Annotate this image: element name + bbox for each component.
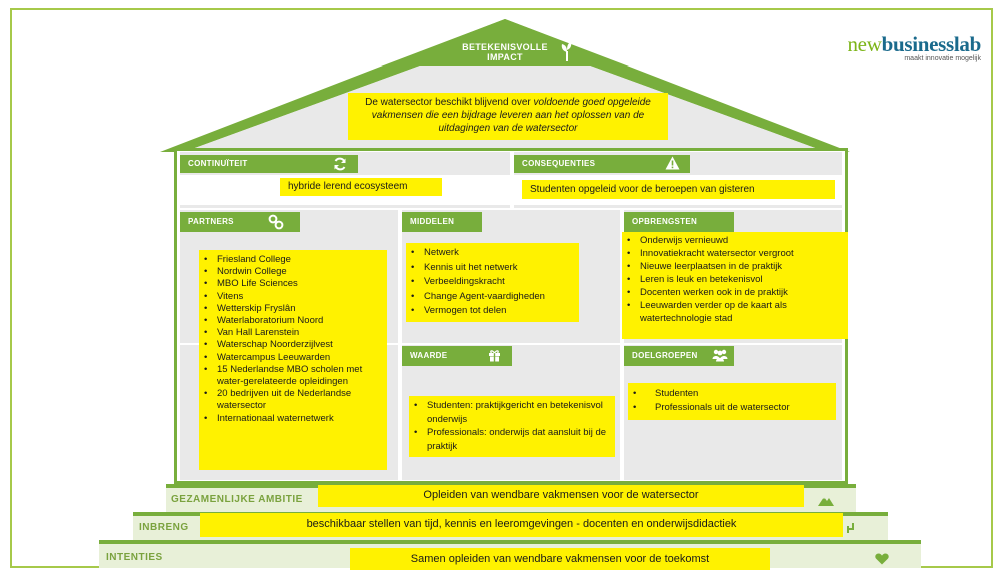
logo-brand-bold: businesslab [881, 32, 982, 56]
roof-title-line2: IMPACT [487, 52, 523, 62]
consequenties-text: Studenten opgeleid voor de beroepen van … [522, 180, 835, 199]
middelen-item: Verbeeldingskracht [406, 275, 575, 290]
intenties-text: Samen opleiden van wendbare vakmensen vo… [350, 548, 770, 570]
partner-item: Van Hall Larenstein [199, 327, 381, 339]
partner-item: Watercampus Leeuwarden [199, 352, 381, 364]
partners-list-box: Friesland College Nordwin College MBO Li… [199, 250, 387, 470]
waarde-list: Studenten: praktijkgericht en betekenisv… [409, 399, 611, 453]
waarde-list-box: Studenten: praktijkgericht en betekenisv… [409, 396, 615, 457]
inbreng-text: beschikbaar stellen van tijd, kennis en … [200, 513, 843, 537]
logo-brand-light: new [847, 32, 882, 56]
doelgroepen-list-box: Studenten Professionals uit de watersect… [628, 383, 836, 420]
logo-tagline: maakt innovatie mogelijk [904, 55, 981, 62]
continuiteit-tab: CONTINUÏTEIT [180, 155, 358, 173]
doelgroepen-item: Professionals uit de watersector [628, 401, 832, 415]
mountain-icon [818, 497, 834, 506]
middelen-list-box: Netwerk Kennis uit het netwerk Verbeeldi… [406, 243, 579, 322]
opbrengsten-item: Onderwijs vernieuwd [622, 234, 844, 247]
gezamenlijke-ambitie-label: GEZAMENLIJKE AMBITIE [171, 494, 303, 505]
impact-statement-emphasis: voldoende goed opgeleide vakmensen die e… [371, 97, 651, 134]
newbusinesslab-logo: newbusinesslab maakt innovatie mogelijk [847, 32, 982, 63]
opbrengsten-item: Innovatiekracht watersector vergroot [622, 247, 844, 260]
intenties-bar [99, 540, 921, 544]
opbrengsten-list: Onderwijs vernieuwd Innovatiekracht wate… [622, 234, 844, 325]
refresh-icon [334, 157, 346, 171]
impact-statement-intro: De watersector beschikt blijvend over [365, 97, 534, 108]
doelgroepen-list: Studenten Professionals uit de watersect… [628, 387, 832, 415]
opbrengsten-item: Nieuwe leerplaatsen in de praktijk [622, 260, 844, 273]
impact-statement: De watersector beschikt blijvend over vo… [348, 93, 668, 140]
middelen-item: Vermogen tot delen [406, 304, 575, 319]
partner-item: Nordwin College [199, 266, 381, 278]
waarde-tab: WAARDE [402, 346, 512, 366]
partner-item: 20 bedrijven uit de Nederlandse watersec… [199, 388, 381, 412]
middelen-list: Netwerk Kennis uit het netwerk Verbeeldi… [406, 246, 575, 319]
inbreng-label: INBRENG [139, 522, 189, 533]
middelen-item: Change Agent-vaardigheden [406, 290, 575, 305]
sprout-icon [561, 42, 572, 61]
warning-icon [665, 156, 680, 170]
middelen-item: Netwerk [406, 246, 575, 261]
partner-item: 15 Nederlandse MBO scholen met water-ger… [199, 364, 381, 388]
gift-icon [489, 350, 500, 362]
partner-item: Waterschap Noorderzijlvest [199, 339, 381, 351]
people-icon [712, 349, 728, 362]
opbrengsten-item: Leeuwarden verder op de kaart als watert… [622, 299, 844, 325]
partner-item: Internationaal waternetwerk [199, 413, 381, 425]
roof-title: BETEKENISVOLLE IMPACT [455, 42, 555, 62]
partner-item: MBO Life Sciences [199, 278, 381, 290]
opbrengsten-tab: OPBRENGSTEN [624, 212, 734, 232]
consequenties-tab: CONSEQUENTIES [514, 155, 690, 173]
middelen-tab: MIDDELEN [402, 212, 482, 232]
hand-icon [847, 523, 854, 533]
waarde-item: Professionals: onderwijs dat aansluit bi… [409, 426, 611, 453]
heart-icon [875, 553, 889, 565]
waarde-item: Studenten: praktijkgericht en betekenisv… [409, 399, 611, 426]
middelen-item: Kennis uit het netwerk [406, 261, 575, 276]
continuiteit-text: hybride lerend ecosysteem [280, 178, 442, 196]
doelgroepen-item: Studenten [628, 387, 832, 401]
opbrengsten-item: Docenten werken ook in de praktijk [622, 286, 844, 299]
opbrengsten-item: Leren is leuk en betekenisvol [622, 273, 844, 286]
link-icon [268, 214, 284, 230]
partner-item: Vitens [199, 291, 381, 303]
partner-item: Wetterskip Fryslân [199, 303, 381, 315]
partner-item: Friesland College [199, 254, 381, 266]
gezamenlijke-ambitie-text: Opleiden van wendbare vakmensen voor de … [318, 485, 804, 507]
opbrengsten-list-box: Onderwijs vernieuwd Innovatiekracht wate… [622, 232, 848, 339]
partner-item: Waterlaboratorium Noord [199, 315, 381, 327]
intenties-label: INTENTIES [106, 552, 163, 563]
partners-list: Friesland College Nordwin College MBO Li… [199, 254, 381, 425]
doelgroepen-tab: DOELGROEPEN [624, 346, 734, 366]
roof-title-line1: BETEKENISVOLLE [462, 42, 548, 52]
